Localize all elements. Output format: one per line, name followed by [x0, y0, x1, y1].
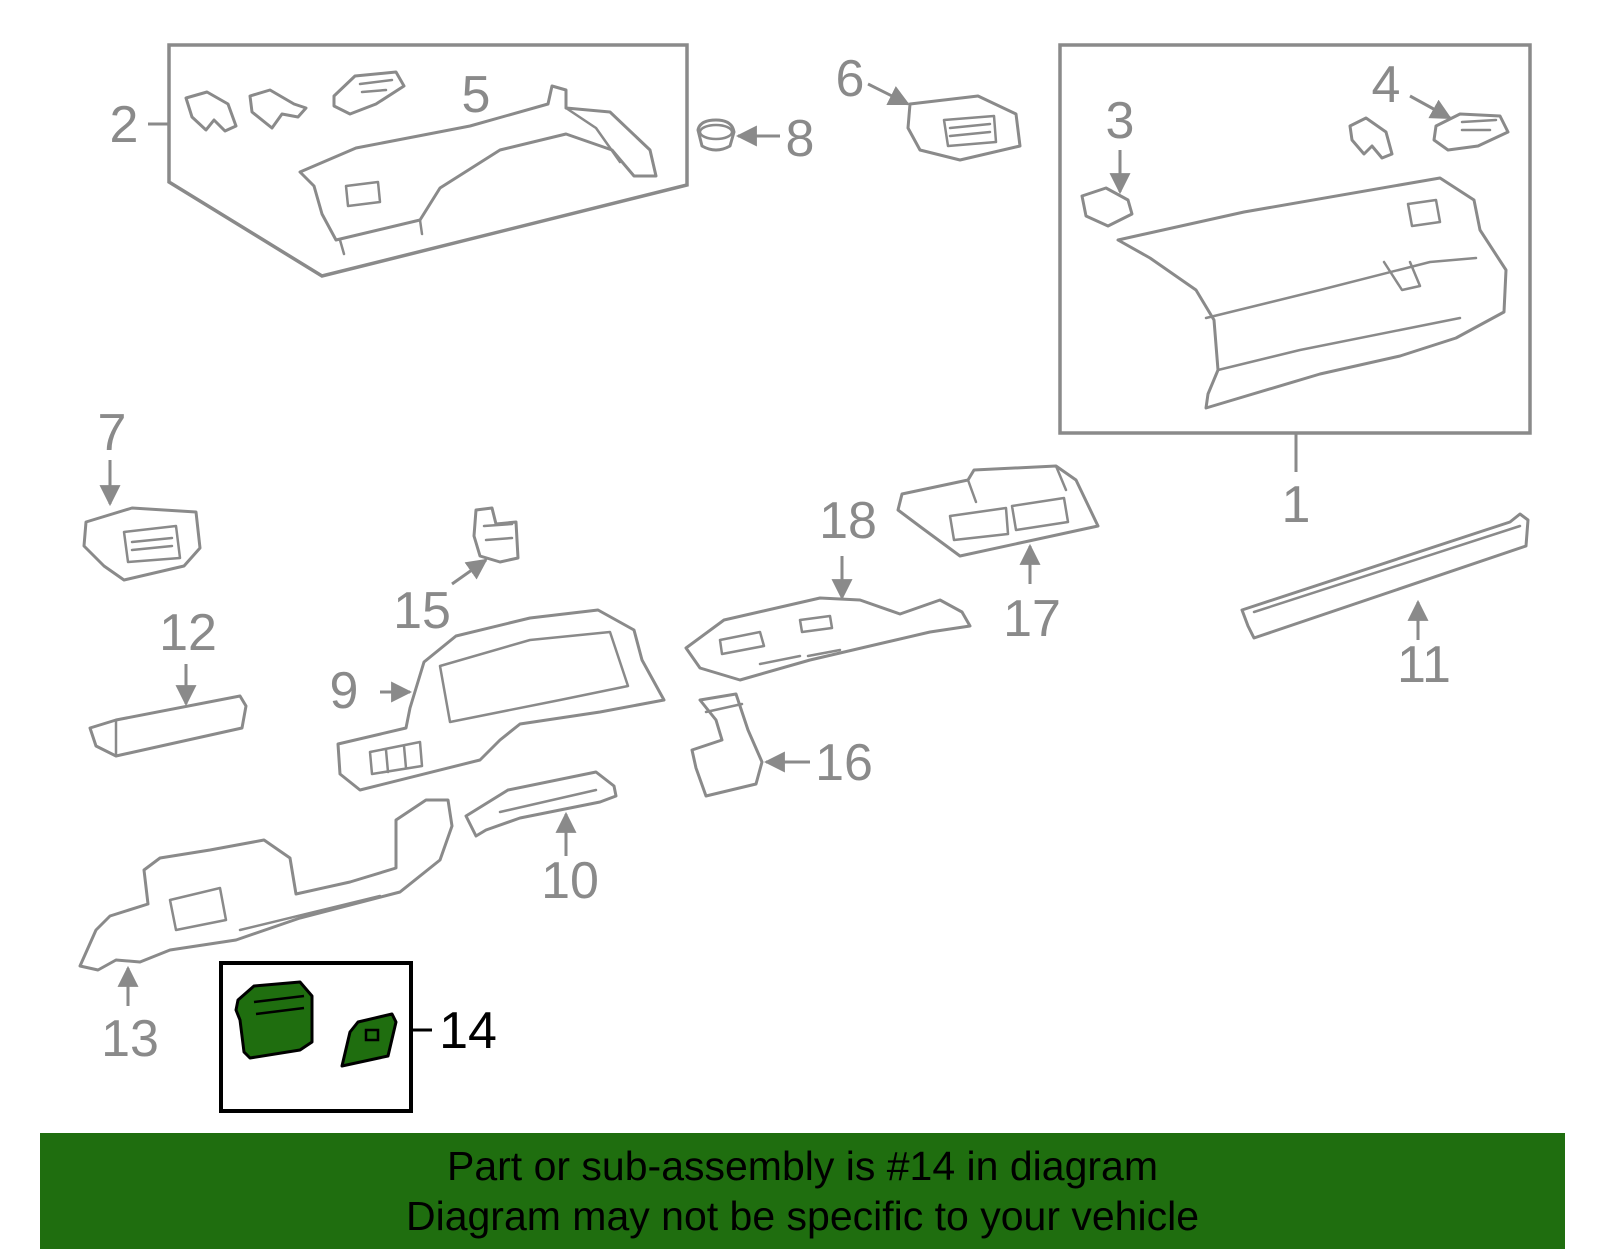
part-1-clip [1348, 116, 1394, 160]
callout-2: 2 [110, 96, 139, 154]
banner-line-2: Diagram may not be specific to your vehi… [405, 1193, 1199, 1239]
callout-5: 5 [462, 66, 491, 124]
part-16-bracket [690, 692, 764, 798]
callout-16: 16 [815, 734, 873, 792]
callout-labels: 1 2 3 4 5 6 7 8 9 10 11 12 13 14 15 16 1… [98, 50, 1451, 1068]
part-3-clip [1080, 186, 1134, 228]
part-10[interactable] [464, 770, 618, 856]
part-6-vent [906, 94, 1022, 162]
part-1-assembly[interactable] [1058, 43, 1532, 472]
part-17[interactable] [896, 464, 1100, 584]
callout-7: 7 [98, 404, 127, 462]
part-7[interactable] [82, 460, 202, 582]
part-11[interactable] [1240, 512, 1530, 640]
part-8[interactable] [696, 118, 780, 152]
part-14-highlighted[interactable] [219, 961, 432, 1113]
part-15-switch [472, 506, 520, 564]
part-6[interactable] [867, 82, 1022, 162]
part-6-leader [867, 82, 910, 106]
part-10-bezel [464, 770, 618, 838]
part-14-pocket [234, 980, 314, 1060]
part-18-panel [684, 596, 972, 682]
callout-6: 6 [836, 50, 865, 108]
part-5-clip [332, 70, 406, 116]
callout-14: 14 [439, 1002, 497, 1060]
part-2-assembly[interactable] [148, 43, 689, 278]
callout-12: 12 [159, 604, 217, 662]
part-2-clip-b [248, 88, 308, 130]
part-2-box [167, 43, 689, 278]
callout-18: 18 [819, 492, 877, 550]
part-17-vents [896, 464, 1100, 558]
callout-3: 3 [1106, 92, 1135, 150]
part-14-box [219, 961, 413, 1113]
part-13-lower-panel [78, 798, 454, 972]
part-18[interactable] [684, 556, 972, 682]
part-7-vent [82, 506, 202, 582]
part-9[interactable] [336, 608, 666, 792]
callout-1: 1 [1282, 476, 1311, 534]
info-banner: Part or sub-assembly is #14 in diagram D… [40, 1133, 1565, 1249]
part-2-clip-a [184, 90, 238, 133]
banner-line-1: Part or sub-assembly is #14 in diagram [447, 1143, 1158, 1189]
part-4-leader [1409, 94, 1452, 120]
part-11-trim [1240, 512, 1530, 640]
callout-15: 15 [393, 582, 451, 640]
part-12[interactable] [88, 664, 248, 758]
callout-4: 4 [1372, 56, 1401, 114]
part-13[interactable] [78, 798, 454, 1006]
part-4-clip [1432, 112, 1510, 152]
callout-9: 9 [330, 662, 359, 720]
part-15-leader [451, 558, 488, 586]
callout-13: 13 [101, 1010, 159, 1068]
part-15[interactable] [451, 506, 520, 586]
part-2-pillar-cover [298, 84, 658, 242]
callout-10: 10 [541, 852, 599, 910]
part-16[interactable] [690, 692, 810, 798]
callout-8: 8 [786, 110, 815, 168]
callout-17: 17 [1003, 590, 1061, 648]
callout-11: 11 [1397, 636, 1451, 694]
part-12-trim [88, 694, 248, 758]
